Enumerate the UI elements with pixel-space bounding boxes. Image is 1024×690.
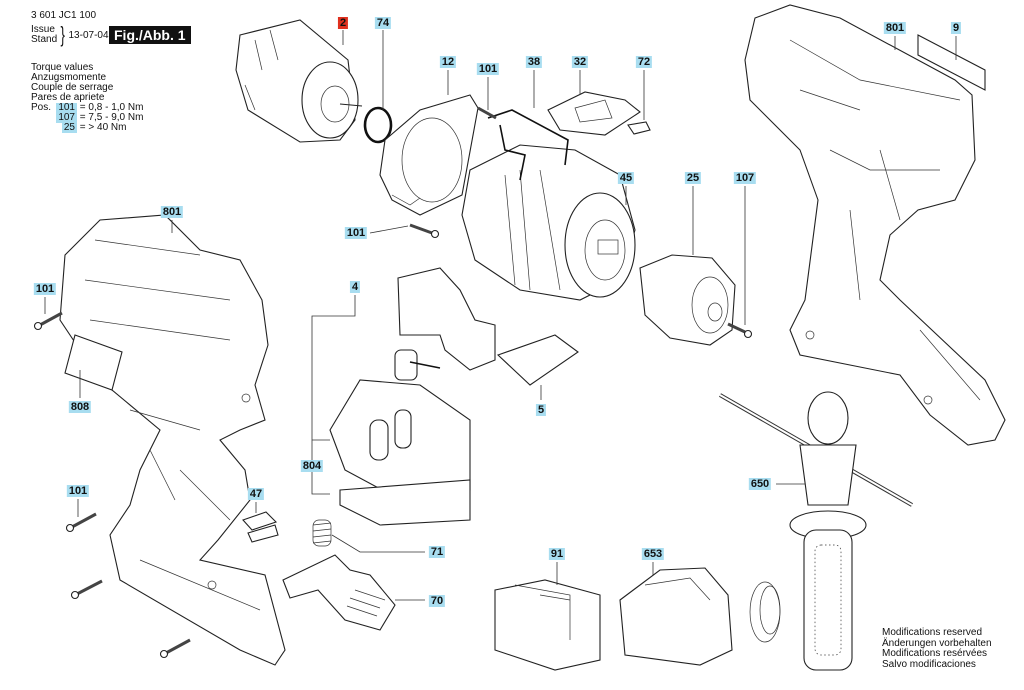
torque-pos: 101 (56, 102, 77, 113)
torque-pos: 25 (61, 122, 77, 133)
torque-title: Torque values (31, 62, 94, 73)
motor-drawing (235, 19, 363, 143)
retaining-clip-drawing (627, 121, 651, 135)
part-label-charger[interactable]: 653 (641, 548, 665, 560)
slide-switch-drawing (547, 91, 641, 136)
battery-pack-drawing (494, 579, 601, 671)
part-label-switch-assembly[interactable]: 4 (349, 281, 361, 293)
issue-block: Issue Stand }13-07-04 (31, 22, 109, 47)
notice-line: Modifications reserved (882, 627, 983, 638)
part-label-wire-clip[interactable]: 38 (525, 56, 543, 68)
torque-pos: 107 (56, 112, 77, 123)
part-label-spring[interactable]: 71 (428, 546, 446, 558)
torque-title: Anzugsmomente (31, 72, 107, 83)
part-label-battery-latch[interactable]: 70 (428, 595, 446, 607)
screw-housing-lower-drawing (65, 512, 191, 659)
notice-line: Salvo modificaciones (882, 658, 976, 670)
screw-top-drawing (477, 106, 497, 120)
part-label-auxiliary-handle[interactable]: 650 (748, 478, 772, 490)
part-label-led-lens[interactable]: 47 (247, 488, 265, 500)
part-label-retaining-clip[interactable]: 72 (635, 56, 653, 68)
issue-date: 13-07-04 (68, 29, 109, 41)
nameplate-drawing (917, 34, 986, 91)
part-label-screw-gearbox[interactable]: 101 (344, 227, 368, 239)
keyless-chuck-drawing (639, 254, 736, 346)
part-label-slide-switch[interactable]: 32 (571, 56, 589, 68)
part-label-battery-pack[interactable]: 91 (548, 548, 566, 560)
battery-latch-drawing (282, 554, 396, 631)
part-label-switch-cover[interactable]: 5 (535, 404, 547, 416)
figure-badge: Fig./Abb. 1 (109, 26, 191, 44)
part-label-label-plate[interactable]: 808 (68, 401, 92, 413)
modifications-notice: Modifications reserved Änderungen vorbeh… (882, 627, 992, 670)
part-label-housing-left[interactable]: 801 (160, 206, 184, 218)
part-label-nameplate[interactable]: 9 (950, 22, 962, 34)
gearbox-drawing (461, 109, 636, 301)
torque-title: Couple de serrage (31, 82, 114, 93)
torque-row: 107 = 7,5 - 9,0 Nm (31, 113, 143, 123)
torque-values: Torque values Anzugsmomente Couple de se… (31, 63, 143, 133)
label-plate-drawing (64, 334, 123, 391)
auxiliary-handle-drawing (719, 391, 913, 671)
spring-drawing (312, 519, 332, 547)
issue-labels: Issue Stand (31, 25, 57, 45)
electronics-module-drawing (329, 379, 471, 526)
torque-row: Pos. 101 = 0,8 - 1,0 Nm (31, 103, 143, 113)
notice-line: Modifications resérvées (882, 648, 988, 659)
charger-drawing (619, 567, 781, 666)
notice-line: Änderungen vorbehalten (882, 637, 992, 649)
torque-title: Pares de apriete (31, 92, 105, 103)
part-label-gearbox[interactable]: 45 (617, 172, 635, 184)
stand-label: Stand (31, 34, 58, 45)
brace-icon: } (60, 22, 66, 47)
torque-row: 25 = > 40 Nm (31, 123, 143, 133)
torque-value: = > 40 Nm (79, 122, 127, 133)
pos-label: Pos. (31, 102, 52, 113)
switch-assembly-drawing (394, 267, 496, 381)
issue-label: Issue (31, 24, 55, 35)
document-number: 3 601 JC1 100 (31, 10, 97, 21)
part-label-o-ring[interactable]: 74 (374, 17, 392, 29)
part-label-housing-right[interactable]: 801 (883, 22, 907, 34)
part-label-screw-top[interactable]: 101 (476, 63, 500, 75)
leader-lines (44, 30, 957, 601)
switch-cover-drawing (496, 334, 579, 386)
screw-gearbox-drawing (409, 223, 440, 239)
part-label-motor[interactable]: 2 (337, 17, 349, 29)
part-label-electronics-module[interactable]: 804 (300, 460, 324, 472)
torque-value: = 0,8 - 1,0 Nm (79, 102, 144, 113)
torque-value: = 7,5 - 9,0 Nm (79, 112, 144, 123)
o-ring-drawing (363, 106, 393, 144)
part-label-screw-housing-lower[interactable]: 101 (66, 485, 90, 497)
housing-right-drawing (744, 4, 1006, 446)
part-label-motor-bracket[interactable]: 12 (439, 56, 457, 68)
led-lens-drawing (242, 511, 279, 543)
motor-bracket-drawing (379, 94, 479, 216)
screw-housing-upper-drawing (33, 311, 63, 331)
part-label-keyless-chuck[interactable]: 25 (684, 172, 702, 184)
part-label-screw-housing-upper[interactable]: 101 (33, 283, 57, 295)
chuck-screw-drawing (727, 322, 753, 339)
part-label-chuck-screw[interactable]: 107 (733, 172, 757, 184)
housing-left-drawing (59, 214, 286, 666)
